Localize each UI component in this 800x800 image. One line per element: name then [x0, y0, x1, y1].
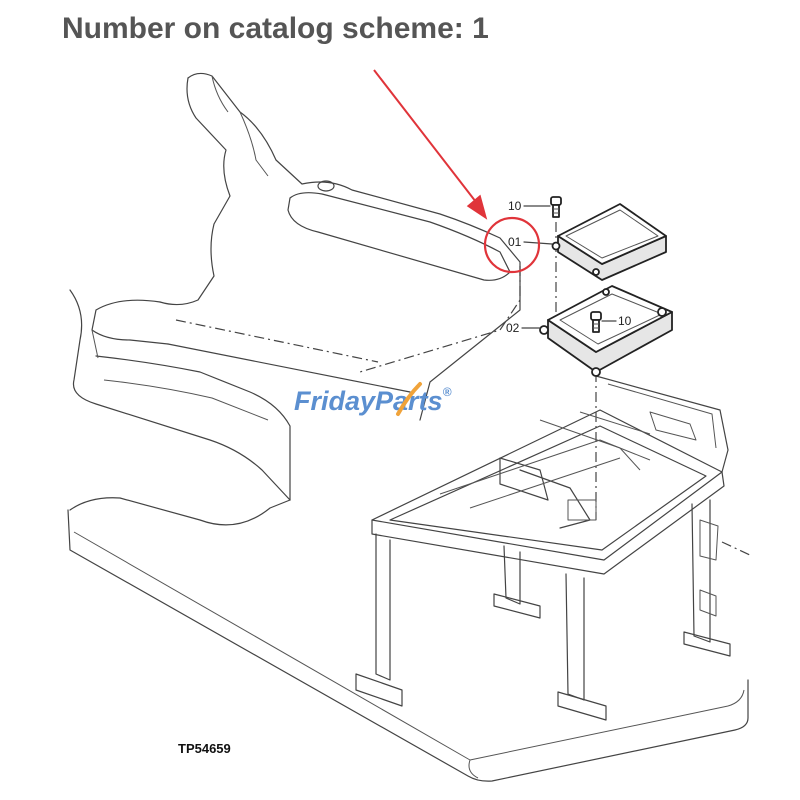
bolt-icon	[550, 196, 562, 218]
controller-unit-01	[551, 203, 667, 281]
callout-01: 01	[508, 235, 522, 249]
seat-outline	[69, 72, 521, 526]
watermark-word-1: Friday	[294, 386, 377, 416]
watermark-registered-mark: ®	[443, 385, 452, 399]
watermark-swoosh-icon	[396, 382, 422, 416]
bolt-icon	[590, 311, 602, 333]
floor-plate	[67, 509, 749, 782]
scheme-number-heading: Number on catalog scheme: 1	[62, 12, 489, 45]
controller-unit-02	[539, 285, 673, 377]
highlight-circle-icon	[483, 216, 541, 274]
assembly-guide-lines	[175, 222, 753, 557]
watermark-word-2: Parts	[375, 386, 443, 416]
highlight-arrow-icon	[373, 69, 488, 220]
drawing-code: TP54659	[178, 741, 231, 756]
seat-frame	[355, 375, 731, 721]
callout-10-lower: 10	[618, 314, 632, 328]
callout-10-top: 10	[508, 199, 522, 213]
watermark-logo: FridayParts®	[294, 385, 452, 416]
callout-02: 02	[506, 321, 520, 335]
